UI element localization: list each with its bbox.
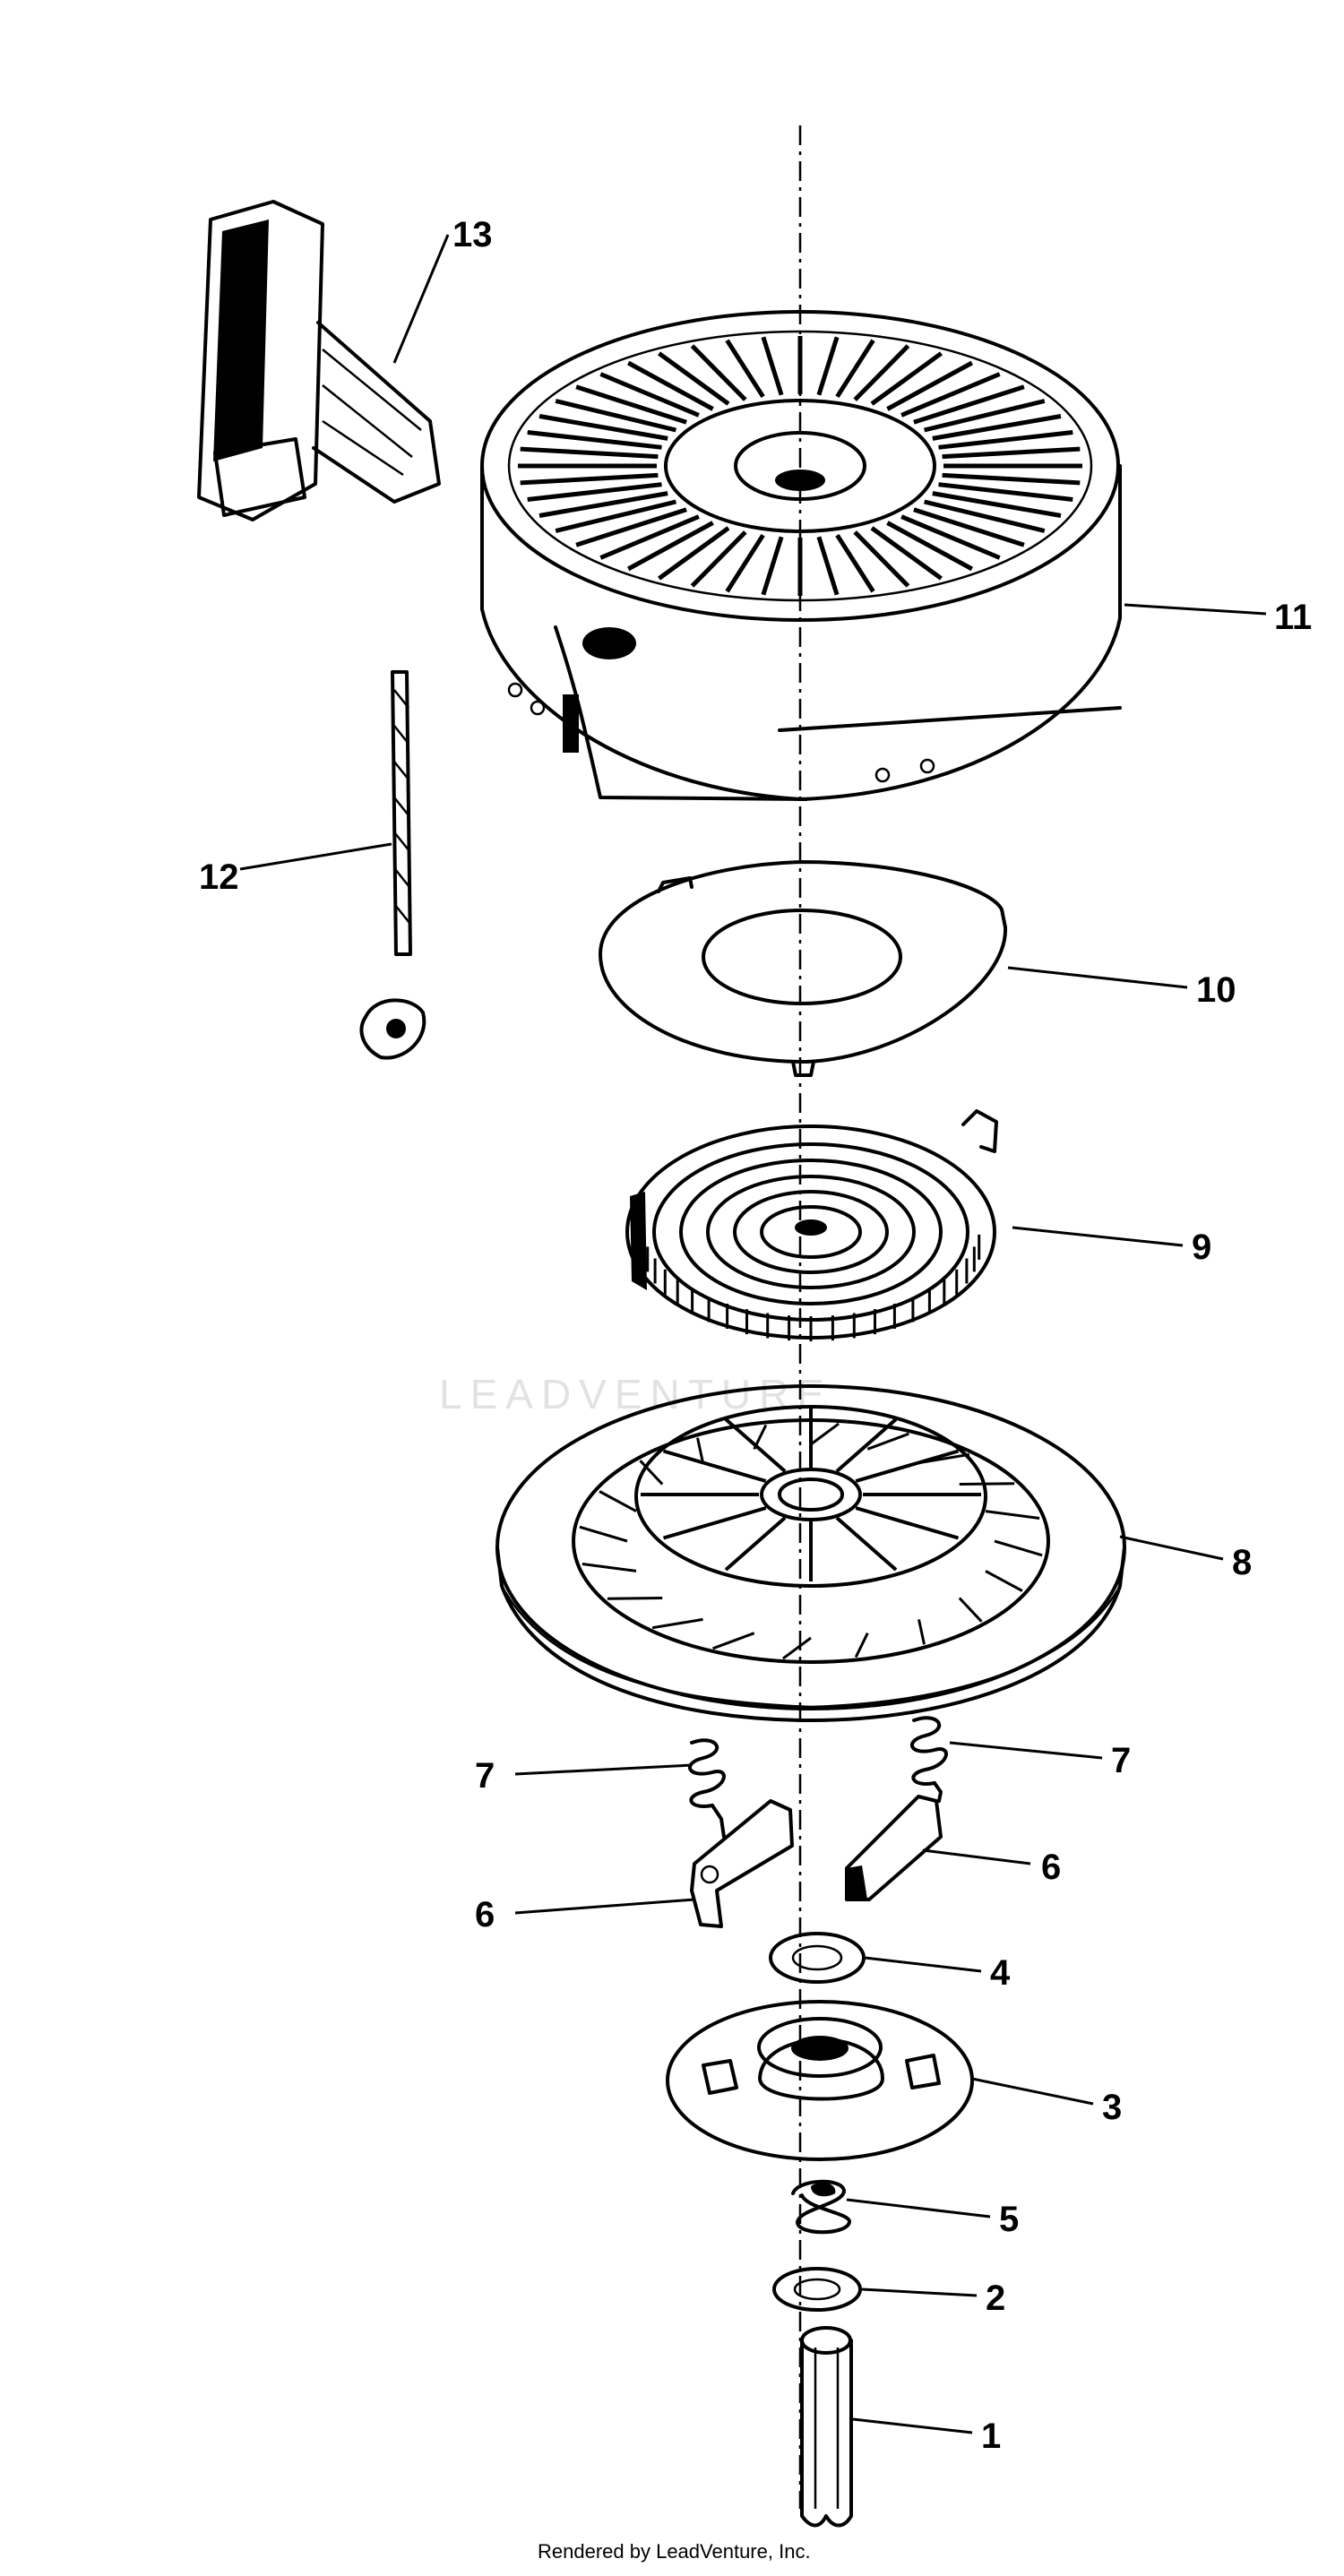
part-4-washer bbox=[769, 1932, 866, 1984]
callout-10: 10 bbox=[1196, 970, 1236, 1010]
callout-6-left: 6 bbox=[475, 1895, 495, 1934]
callout-7-right: 7 bbox=[1111, 1741, 1131, 1780]
callout-3: 3 bbox=[1102, 2088, 1122, 2127]
part-6-left-pawl bbox=[690, 1799, 794, 1928]
part-3-retainer-plate bbox=[666, 2000, 974, 2161]
callout-9: 9 bbox=[1192, 1228, 1211, 1267]
callout-4: 4 bbox=[990, 1953, 1011, 1993]
callout-1: 1 bbox=[981, 2417, 1001, 2456]
part-9-recoil-spring bbox=[625, 1109, 998, 1341]
part-8-pulley bbox=[495, 1384, 1126, 1722]
part-7-left-pawl-spring bbox=[687, 1738, 726, 1839]
callout-6-right: 6 bbox=[1041, 1848, 1061, 1887]
callout-12: 12 bbox=[199, 857, 239, 897]
part-1-center-shaft bbox=[800, 2326, 853, 2528]
callout-7-left: 7 bbox=[475, 1756, 495, 1796]
callout-11: 11 bbox=[1274, 598, 1312, 637]
part-11-starter-housing bbox=[480, 310, 1122, 801]
part-5-spring bbox=[791, 2179, 851, 2235]
callout-5: 5 bbox=[999, 2200, 1019, 2239]
leader-lines bbox=[239, 234, 1267, 2434]
part-13-starter-handle bbox=[197, 200, 441, 521]
part-10-plate bbox=[599, 860, 1008, 1077]
callout-2: 2 bbox=[986, 2279, 1005, 2318]
part-2-washer bbox=[772, 2267, 862, 2312]
footer-credit: Rendered by LeadVenture, Inc. bbox=[538, 2540, 811, 2563]
callout-8: 8 bbox=[1232, 1543, 1252, 1582]
part-7-right-pawl-spring bbox=[909, 1716, 948, 1803]
callout-13: 13 bbox=[452, 215, 493, 254]
part-6-right-pawl bbox=[845, 1795, 943, 1901]
part-12-starter-rope bbox=[359, 670, 426, 1060]
